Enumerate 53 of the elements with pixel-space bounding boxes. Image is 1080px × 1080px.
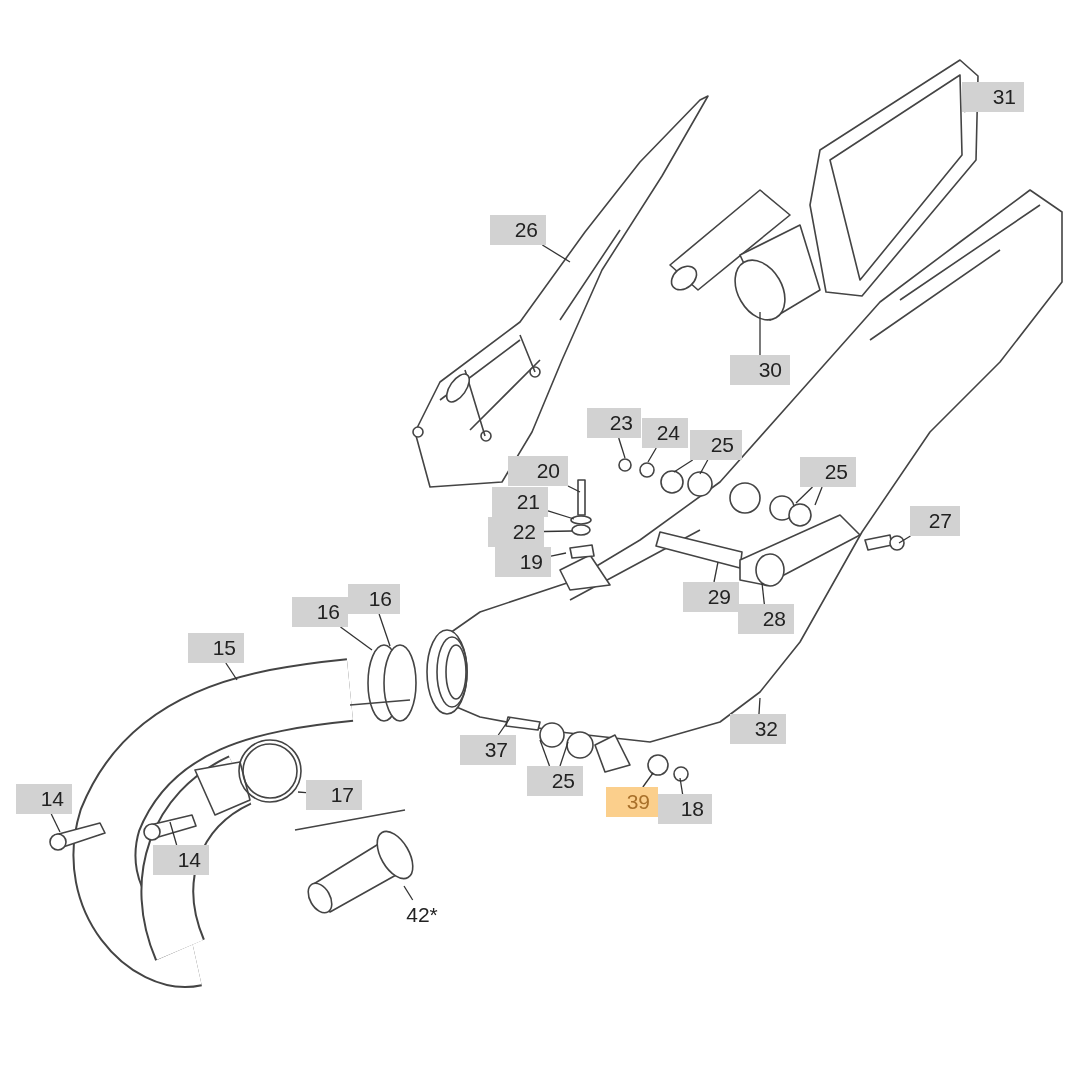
callout-number: 30 xyxy=(730,355,790,385)
leader-line xyxy=(713,561,719,583)
leader-line xyxy=(679,777,684,795)
callout-number: 14 xyxy=(16,784,72,814)
callout-number: 24 xyxy=(642,418,688,448)
callout-number: 31 xyxy=(962,82,1024,112)
callout-number: 26 xyxy=(490,215,546,245)
leader-line xyxy=(539,739,551,767)
leader-line xyxy=(497,717,511,736)
callout-number: 23 xyxy=(587,408,641,438)
leader-line xyxy=(559,741,569,767)
leader-line xyxy=(339,626,373,651)
leader-line xyxy=(297,791,307,794)
callout-number: 14 xyxy=(153,845,209,875)
leader-line xyxy=(169,821,178,846)
leader-line xyxy=(543,530,573,533)
callout-number: 39 xyxy=(606,787,658,817)
leader-line xyxy=(403,885,414,901)
callout-number: 32 xyxy=(730,714,786,744)
callout-number: 37 xyxy=(460,735,516,765)
leader-line xyxy=(795,486,814,504)
leader-line xyxy=(378,613,391,647)
callout-number: 15 xyxy=(188,633,244,663)
callout-number: 27 xyxy=(910,506,960,536)
leader-line xyxy=(898,535,912,544)
callout-number: 25 xyxy=(800,457,856,487)
leader-line xyxy=(699,459,709,475)
leader-line xyxy=(814,486,823,506)
callout-number: 20 xyxy=(508,456,568,486)
callout-number: 29 xyxy=(683,582,739,612)
leader-line xyxy=(673,459,694,473)
leader-line xyxy=(642,772,654,788)
leader-line xyxy=(225,662,238,681)
callout-number: 22 xyxy=(488,517,544,547)
leader-line xyxy=(761,582,765,605)
leader-line xyxy=(541,244,571,263)
callout-number: 17 xyxy=(306,780,362,810)
leader-line xyxy=(547,510,575,520)
callout-number: 25 xyxy=(690,430,742,460)
callout-number: 16 xyxy=(292,597,348,627)
callout-number: 21 xyxy=(492,487,548,517)
leader-line xyxy=(758,697,761,715)
callout-number: 28 xyxy=(738,604,794,634)
callout-number: 16 xyxy=(348,584,400,614)
callout-number: 42* xyxy=(400,900,444,930)
leader-line xyxy=(50,813,61,833)
leader-line xyxy=(647,447,657,463)
callout-number: 19 xyxy=(495,547,551,577)
callout-number: 18 xyxy=(658,794,712,824)
leader-line xyxy=(550,552,567,557)
callout-number: 25 xyxy=(527,766,583,796)
leader-line xyxy=(618,437,626,459)
leader-line xyxy=(759,311,761,356)
